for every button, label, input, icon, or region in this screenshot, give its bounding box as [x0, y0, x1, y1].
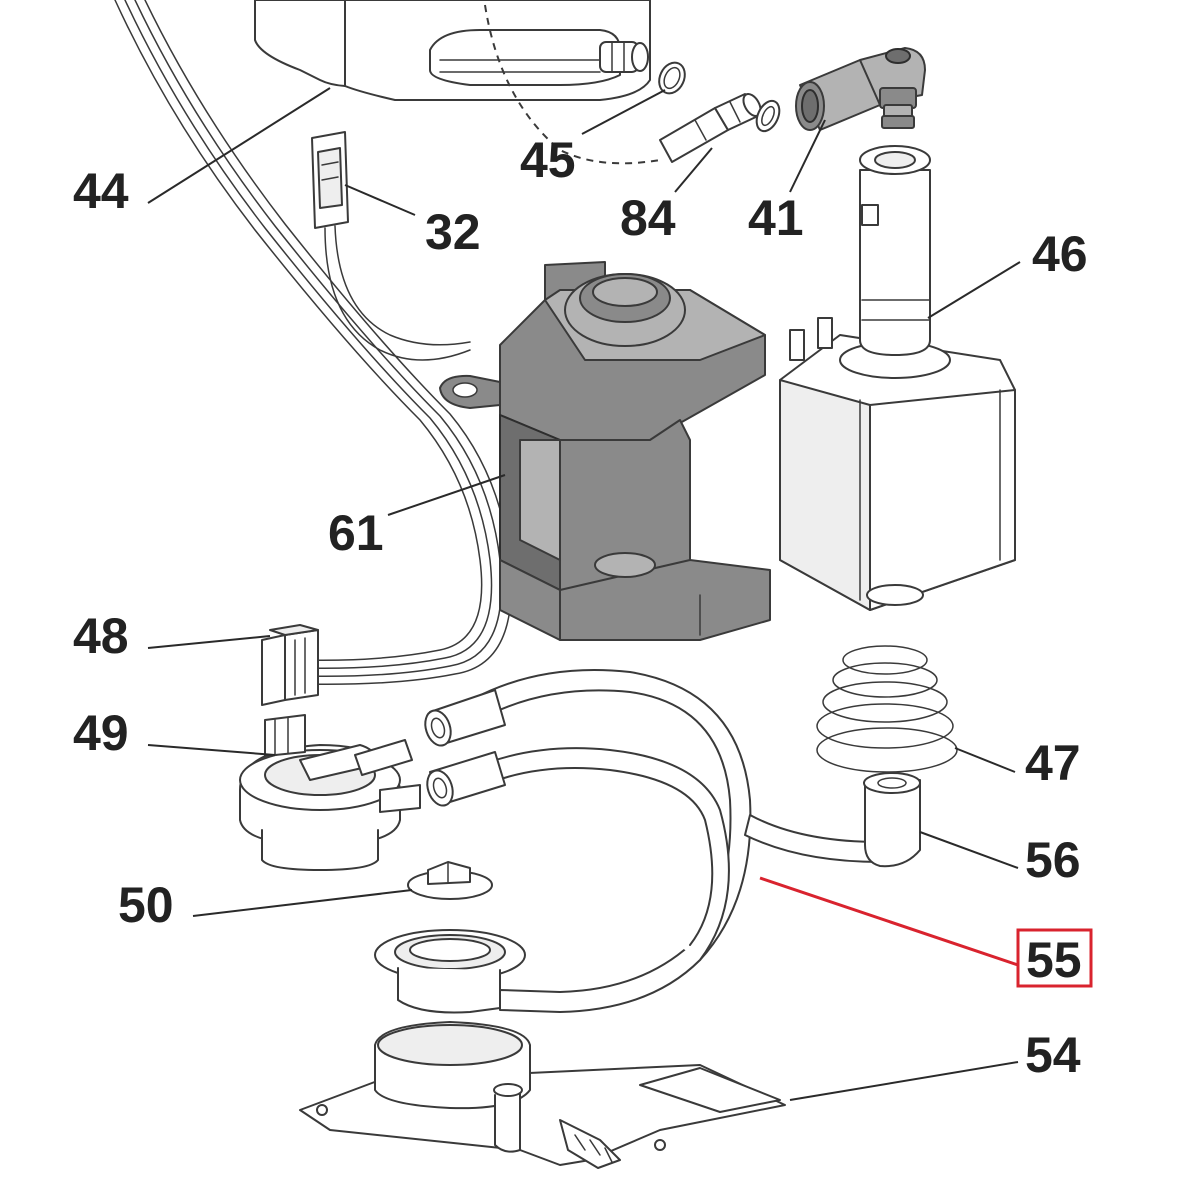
leader-50 [192, 889, 413, 917]
leader-44 [147, 87, 331, 204]
leader-32 [344, 184, 416, 216]
leader-47 [954, 747, 1016, 773]
callout-32: 32 [425, 204, 481, 260]
part-55-tube-assembly [424, 669, 752, 1013]
callout-55-highlight-box [1016, 928, 1093, 988]
leader-46 [927, 261, 1021, 319]
callout-55: 55 [1026, 932, 1082, 988]
part-48-connector [261, 624, 319, 706]
leader-61 [387, 474, 506, 516]
callout-54: 54 [1025, 1027, 1081, 1083]
callout-45: 45 [520, 132, 576, 188]
part-49-flow-meter [239, 714, 421, 871]
callout-50: 50 [118, 877, 174, 933]
leader-56 [919, 831, 1019, 869]
callout-84: 84 [620, 190, 676, 246]
part-50-disc [407, 861, 493, 900]
part-55-base-cup [374, 929, 526, 1014]
leader-84 [674, 147, 713, 193]
part-41-elbow-fitting [795, 47, 926, 131]
part-54-base-plate [299, 1021, 786, 1169]
callout-49: 49 [73, 705, 129, 761]
part-46-pump [779, 145, 1016, 611]
leader-55-highlighted [759, 876, 1019, 967]
callout-47: 47 [1025, 735, 1081, 791]
leader-49 [147, 744, 276, 756]
callout-48: 48 [73, 608, 129, 664]
leader-41 [789, 119, 826, 193]
callout-labels: 44 45 32 84 41 46 61 48 49 47 56 50 55 5… [73, 132, 1093, 1083]
part-84-connector-pin [659, 93, 781, 163]
callout-56: 56 [1025, 832, 1081, 888]
callout-44: 44 [73, 163, 129, 219]
callout-46: 46 [1032, 226, 1088, 282]
part-56-tube-elbow [744, 772, 921, 868]
part-45-o-ring [484, 4, 686, 165]
callout-61: 61 [328, 505, 384, 561]
part-61-bracket [439, 261, 771, 641]
part-44-housing [254, 0, 651, 101]
leader-lines [147, 87, 1021, 1101]
leader-48 [147, 635, 271, 649]
leader-54 [789, 1061, 1019, 1101]
part-47-spring [816, 645, 958, 773]
part-32-sensor [311, 131, 471, 361]
leader-45 [581, 89, 666, 135]
callout-41: 41 [748, 190, 804, 246]
part-44-wire-harness [114, 0, 513, 686]
